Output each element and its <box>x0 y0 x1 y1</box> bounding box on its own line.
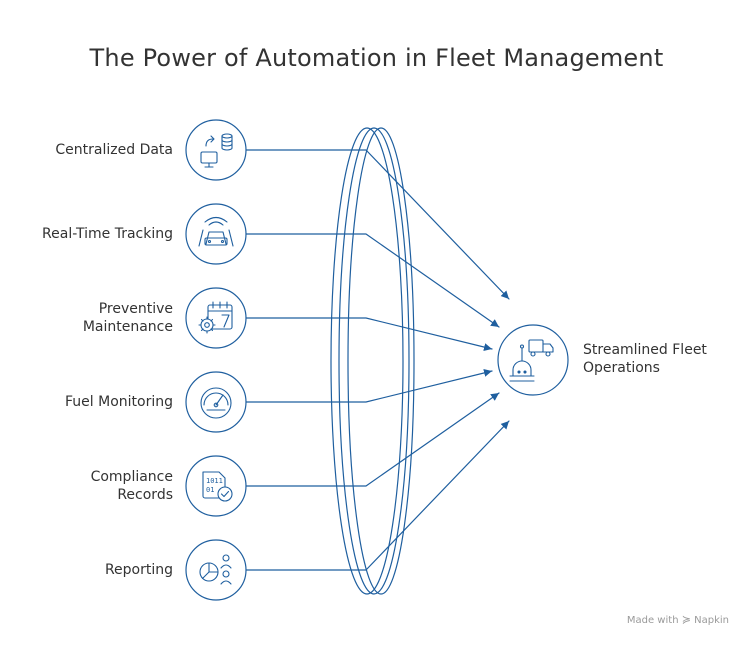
input-node-3 <box>185 287 247 349</box>
connectors <box>245 149 510 571</box>
connector-5 <box>245 392 500 487</box>
svg-text:1011: 1011 <box>206 477 223 485</box>
connector-3 <box>245 317 493 351</box>
label-centralized-data: Centralized Data <box>55 142 173 158</box>
label-compliance-records: Compliance Records <box>90 469 173 503</box>
svg-text:01: 01 <box>206 486 214 494</box>
data-sync-icon <box>200 133 233 168</box>
label-streamlined-fleet-operations: Streamlined Fleet Operations <box>583 342 707 376</box>
truck-robot-icon <box>509 339 554 382</box>
connector-1 <box>245 149 510 300</box>
napkin-logo-icon: ≽ <box>681 613 691 626</box>
diagram-title: The Power of Automation in Fleet Managem… <box>89 44 664 72</box>
pie-chart-people-icon <box>199 554 232 585</box>
connector-6 <box>245 420 510 571</box>
label-reporting: Reporting <box>104 562 173 578</box>
label-real-time-tracking: Real-Time Tracking <box>42 226 173 242</box>
output-node <box>497 324 569 396</box>
vehicle-tracking-icon <box>198 216 234 247</box>
connector-4 <box>245 369 493 403</box>
lens-shape <box>330 127 415 595</box>
label-preventive-maintenance: Preventive Maintenance <box>82 301 173 335</box>
calendar-gear-icon <box>198 301 233 334</box>
input-node-1 <box>185 119 247 181</box>
connector-2 <box>245 233 500 328</box>
input-node-4 <box>185 371 247 433</box>
input-node-6 <box>185 539 247 601</box>
input-node-5 <box>185 455 247 517</box>
made-with-napkin: Made with ≽ Napkin <box>626 613 729 626</box>
input-nodes <box>185 119 247 601</box>
label-fuel-monitoring: Fuel Monitoring <box>65 394 173 410</box>
gauge-icon <box>200 387 232 419</box>
input-node-2 <box>185 203 247 265</box>
binary-check-icon: 1011 01 <box>202 471 233 502</box>
